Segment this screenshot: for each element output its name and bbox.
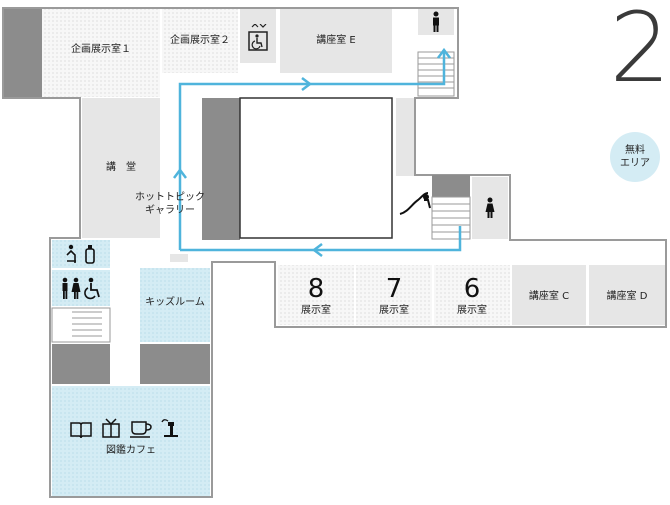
room-koza-c: 講座室 C — [528, 291, 570, 302]
room-ex7-label: 展示室 — [379, 305, 409, 316]
male-restroom-icon — [433, 11, 439, 32]
room-koza-d: 講座室 D — [606, 291, 648, 302]
room-kodo-area — [82, 98, 160, 238]
room-ex8-label: 展示室 — [301, 305, 331, 316]
room-ex7-area — [356, 265, 432, 325]
wall-block-escalator — [432, 175, 470, 197]
room-kids: キッズルーム — [145, 297, 205, 308]
escalator-icon — [399, 192, 431, 215]
room-library-cafe: 図鑑カフェ — [106, 445, 156, 456]
room-koza-e: 講座室 E — [316, 35, 356, 46]
free-area-line1: 無料 — [625, 145, 645, 156]
restroom-accessible-icon — [62, 277, 100, 300]
room-kikaku1-area — [42, 9, 160, 97]
room-ex6-area — [434, 265, 510, 325]
book-icon — [70, 422, 92, 439]
room-ex8-area — [278, 265, 354, 325]
elevator-accessible-icon — [248, 24, 268, 51]
room-koza-e-area — [280, 9, 392, 73]
room-kikaku2: 企画展示室２ — [170, 35, 230, 46]
room-koza-d-area — [589, 265, 665, 325]
water-fountain-icon — [161, 419, 178, 437]
coffee-icon — [130, 421, 152, 438]
stairs-top-right — [417, 51, 455, 97]
gift-icon — [102, 418, 120, 438]
central-void — [239, 97, 393, 239]
baby-care-icon — [66, 244, 95, 264]
free-area-line2: エリア — [620, 158, 650, 169]
room-ex6-number: 6 — [463, 274, 481, 304]
room-ex6-label: 展示室 — [457, 305, 487, 316]
kids-room-area — [140, 268, 210, 342]
room-hot-topic-line2: ギャラリー — [145, 205, 195, 216]
room-hot-topic-line1: ホットトピック — [135, 192, 205, 203]
stairs-left — [51, 307, 111, 343]
female-restroom-icon — [485, 197, 495, 218]
room-ex8-number: 8 — [307, 274, 325, 304]
restroom-accessible-area — [52, 270, 110, 306]
wall-block-center — [202, 98, 240, 240]
room-kikaku2-area — [162, 9, 238, 73]
room-kikaku1: 企画展示室１ — [71, 44, 131, 55]
wall-block-stairs-left — [52, 344, 110, 384]
corridor-column — [396, 98, 414, 176]
free-area-badge: 無料 エリア — [610, 132, 660, 182]
room-koza-c-area — [512, 265, 586, 325]
wall-block-kids — [140, 344, 210, 384]
room-ex7-number: 7 — [385, 274, 403, 304]
floor-number: 2 — [609, 0, 670, 104]
small-marker — [170, 254, 188, 262]
library-cafe-area — [52, 386, 210, 496]
escalator-steps — [432, 203, 470, 233]
route-arrows — [173, 47, 451, 257]
baby-care-area — [52, 240, 110, 268]
room-kodo: 講 堂 — [106, 162, 136, 173]
wall-block-left — [4, 9, 42, 97]
